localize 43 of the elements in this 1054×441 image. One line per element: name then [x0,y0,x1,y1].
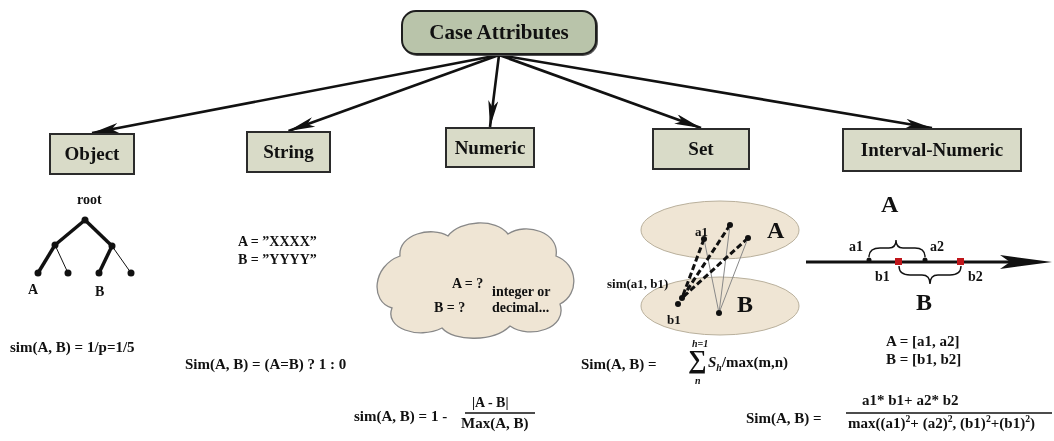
formula: sim(A, B) = 1 - [354,409,448,424]
fraction-denominator: max((a1)$^{2}$+ (a2)$^{2}$, (b1)$^{2}$+(b1)$^{2}$) [848,416,1035,431]
point-label: b1 [875,270,890,284]
set-label: A [767,218,785,242]
set-label: B [737,292,753,316]
category-box: String [246,131,331,173]
arrow [498,53,933,130]
sum-symbol: ∑ [688,347,707,373]
point-label: b1 [667,313,681,326]
fraction-numerator: a1* b1+ a2* b2 [862,393,959,408]
sum-limit: h=1 [692,339,709,349]
point-label: a2 [930,240,944,254]
interval-definition: B = [b1, b2] [886,352,962,367]
arrow [498,53,702,130]
cloud-text: B = ? [434,300,467,317]
variable-value: B = ”YYYY” [238,253,317,267]
category-box: Set [652,128,750,170]
category-box: Numeric [445,127,535,168]
sum-limit: n [695,376,701,386]
interval-definition: A = [a1, a2] [886,334,960,349]
tree-label: root [77,193,102,207]
formula: Sim(A, B) = (A=B) ? 1 : 0 [185,357,347,372]
formula: S$_{h}$/max(m,n) [708,355,789,370]
formula: Sim(A, B) = [581,357,657,372]
node-label: A [28,283,39,297]
point-label: a1 [849,240,863,254]
variable-value: A = ”XXXX” [238,235,317,249]
interval-label: B [916,290,932,314]
fraction-numerator: |A - B| [472,396,509,410]
cloud-text: integer or decimal... [492,284,552,317]
root-node: Case Attributes [401,10,597,55]
node-label: B [95,285,105,299]
formula: Sim(A, B) = [746,411,822,426]
similarity-label: sim(a1, b1) [607,277,669,290]
arrow [488,54,501,128]
point-label: a1 [695,225,708,238]
formula: sim(A, B) = 1/p=1/5 [10,340,135,355]
point-label: b2 [968,270,983,284]
arrow [288,53,500,133]
fraction-denominator: Max(A, B) [461,416,529,431]
category-box: Object [49,133,135,175]
category-box: Interval-Numeric [842,128,1022,172]
interval-label: A [881,192,899,216]
